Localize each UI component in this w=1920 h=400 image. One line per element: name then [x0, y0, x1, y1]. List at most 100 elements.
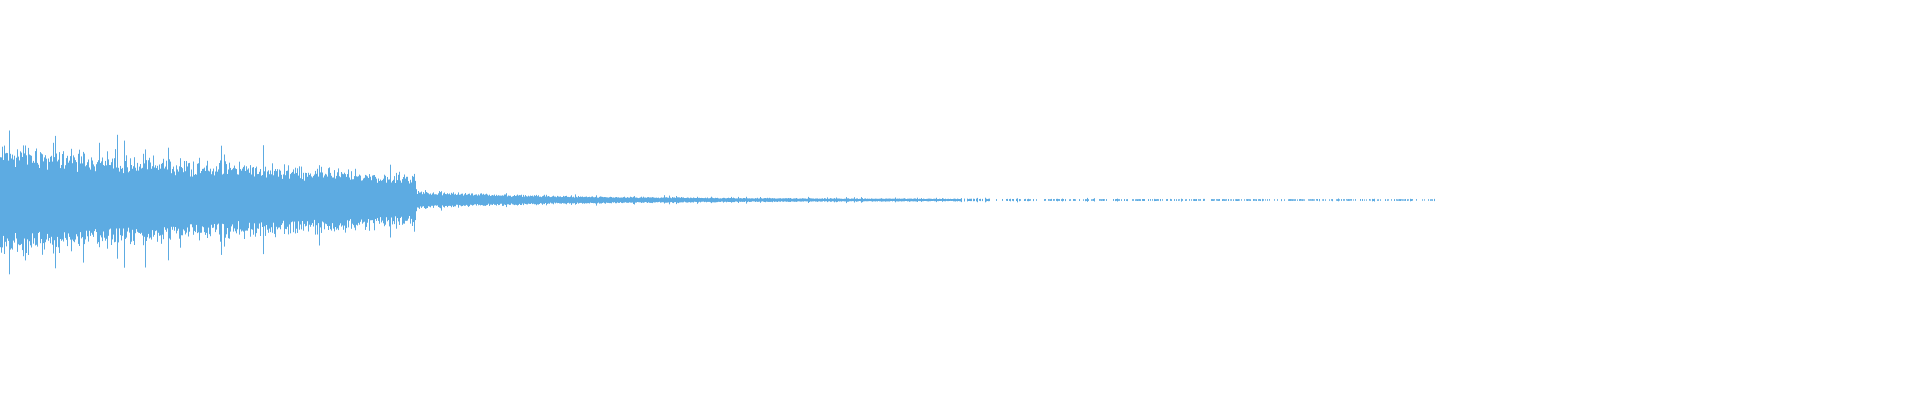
- waveform-bar: [1200, 199, 1201, 201]
- waveform-bar: [739, 198, 740, 202]
- waveform-bar: [34, 162, 35, 239]
- waveform-bar: [212, 171, 213, 228]
- waveform-bar: [1297, 199, 1298, 201]
- waveform-bar: [401, 182, 402, 217]
- waveform-bar: [251, 174, 252, 230]
- waveform-bar: [729, 198, 730, 202]
- waveform-bar: [550, 197, 551, 203]
- waveform-bar: [619, 197, 620, 203]
- waveform-bar: [175, 175, 176, 227]
- waveform-bar: [1225, 199, 1226, 201]
- waveform-bar: [987, 199, 988, 201]
- waveform-bar: [569, 197, 570, 204]
- waveform-bar: [674, 197, 675, 203]
- waveform-bar: [195, 174, 196, 233]
- waveform-bar: [292, 171, 293, 222]
- waveform-bar: [306, 173, 307, 226]
- waveform-bar: [481, 193, 482, 205]
- waveform-bar: [1217, 199, 1218, 201]
- waveform-bar: [270, 170, 271, 233]
- waveform-bar: [683, 197, 684, 203]
- waveform-bar: [30, 155, 31, 246]
- waveform-bar: [282, 178, 283, 224]
- waveform-bar: [448, 194, 449, 206]
- waveform-bar: [1093, 198, 1094, 201]
- waveform-bar: [329, 167, 330, 226]
- waveform-bar: [84, 153, 85, 245]
- waveform-bar: [901, 198, 902, 202]
- waveform-bar: [578, 196, 579, 204]
- waveform-bar: [1194, 199, 1195, 201]
- waveform-bar: [237, 174, 238, 230]
- waveform-bar: [226, 164, 227, 235]
- waveform-bar: [976, 198, 977, 202]
- waveform-bar: [19, 160, 20, 246]
- waveform-bar: [461, 193, 462, 207]
- waveform-bar: [1362, 199, 1363, 201]
- waveform-bar: [1148, 199, 1149, 201]
- waveform-bar: [835, 198, 836, 202]
- waveform-bar: [770, 198, 771, 202]
- waveform-bar: [893, 198, 894, 201]
- waveform-bar: [862, 198, 863, 203]
- waveform-bar: [558, 196, 559, 203]
- waveform-bar: [77, 171, 78, 237]
- waveform-bar: [705, 197, 706, 202]
- waveform-bar: [785, 198, 786, 202]
- waveform-bar: [332, 177, 333, 224]
- waveform-bar: [58, 159, 59, 248]
- waveform-bar: [1337, 199, 1338, 201]
- waveform-bar: [588, 197, 589, 204]
- waveform-bar: [551, 196, 552, 204]
- waveform-bar: [1195, 199, 1196, 201]
- waveform-bar: [9, 130, 10, 275]
- waveform-bar: [766, 198, 767, 202]
- waveform-bar: [109, 165, 110, 230]
- waveform-bar: [211, 174, 212, 225]
- waveform-bar: [197, 163, 198, 234]
- waveform-bar: [579, 197, 580, 204]
- waveform-bar: [787, 198, 788, 202]
- waveform-bar: [478, 194, 479, 206]
- waveform-bar: [959, 199, 960, 202]
- waveform-bar: [533, 196, 534, 204]
- waveform-bar: [657, 197, 658, 203]
- waveform-bar: [470, 195, 471, 205]
- waveform-bar: [50, 156, 51, 244]
- waveform-bar: [102, 157, 103, 242]
- waveform-bar: [466, 194, 467, 205]
- waveform-bar: [642, 197, 643, 203]
- waveform-bar: [908, 198, 909, 202]
- waveform-bar: [830, 198, 831, 202]
- waveform-bar: [596, 195, 597, 206]
- waveform-bar: [1265, 199, 1266, 201]
- waveform-bar: [1344, 199, 1345, 201]
- waveform-bar: [354, 176, 355, 228]
- waveform-bar: [923, 198, 924, 202]
- waveform-bar: [10, 153, 11, 250]
- waveform-bar: [284, 164, 285, 234]
- waveform-bar: [228, 169, 229, 239]
- waveform-bar: [809, 197, 810, 202]
- waveform-bar: [435, 194, 436, 206]
- waveform-bar: [1263, 199, 1264, 201]
- waveform-bar: [506, 193, 507, 208]
- waveform-bar: [318, 176, 319, 224]
- waveform-bar: [191, 169, 192, 225]
- waveform-bar: [101, 161, 102, 238]
- waveform-bar: [1185, 199, 1186, 201]
- waveform-bar: [475, 194, 476, 205]
- waveform-bar: [462, 193, 463, 206]
- waveform-bar: [91, 157, 92, 233]
- waveform-bar: [205, 171, 206, 235]
- waveform-bar: [786, 198, 787, 202]
- waveform-bar: [686, 197, 687, 203]
- waveform-bar: [87, 162, 88, 237]
- waveform-bar: [1007, 198, 1008, 201]
- waveform-bar: [884, 198, 885, 202]
- waveform-bar: [733, 197, 734, 203]
- waveform-bar: [1385, 199, 1386, 201]
- waveform-bar: [370, 176, 371, 221]
- waveform-bar: [1293, 199, 1294, 201]
